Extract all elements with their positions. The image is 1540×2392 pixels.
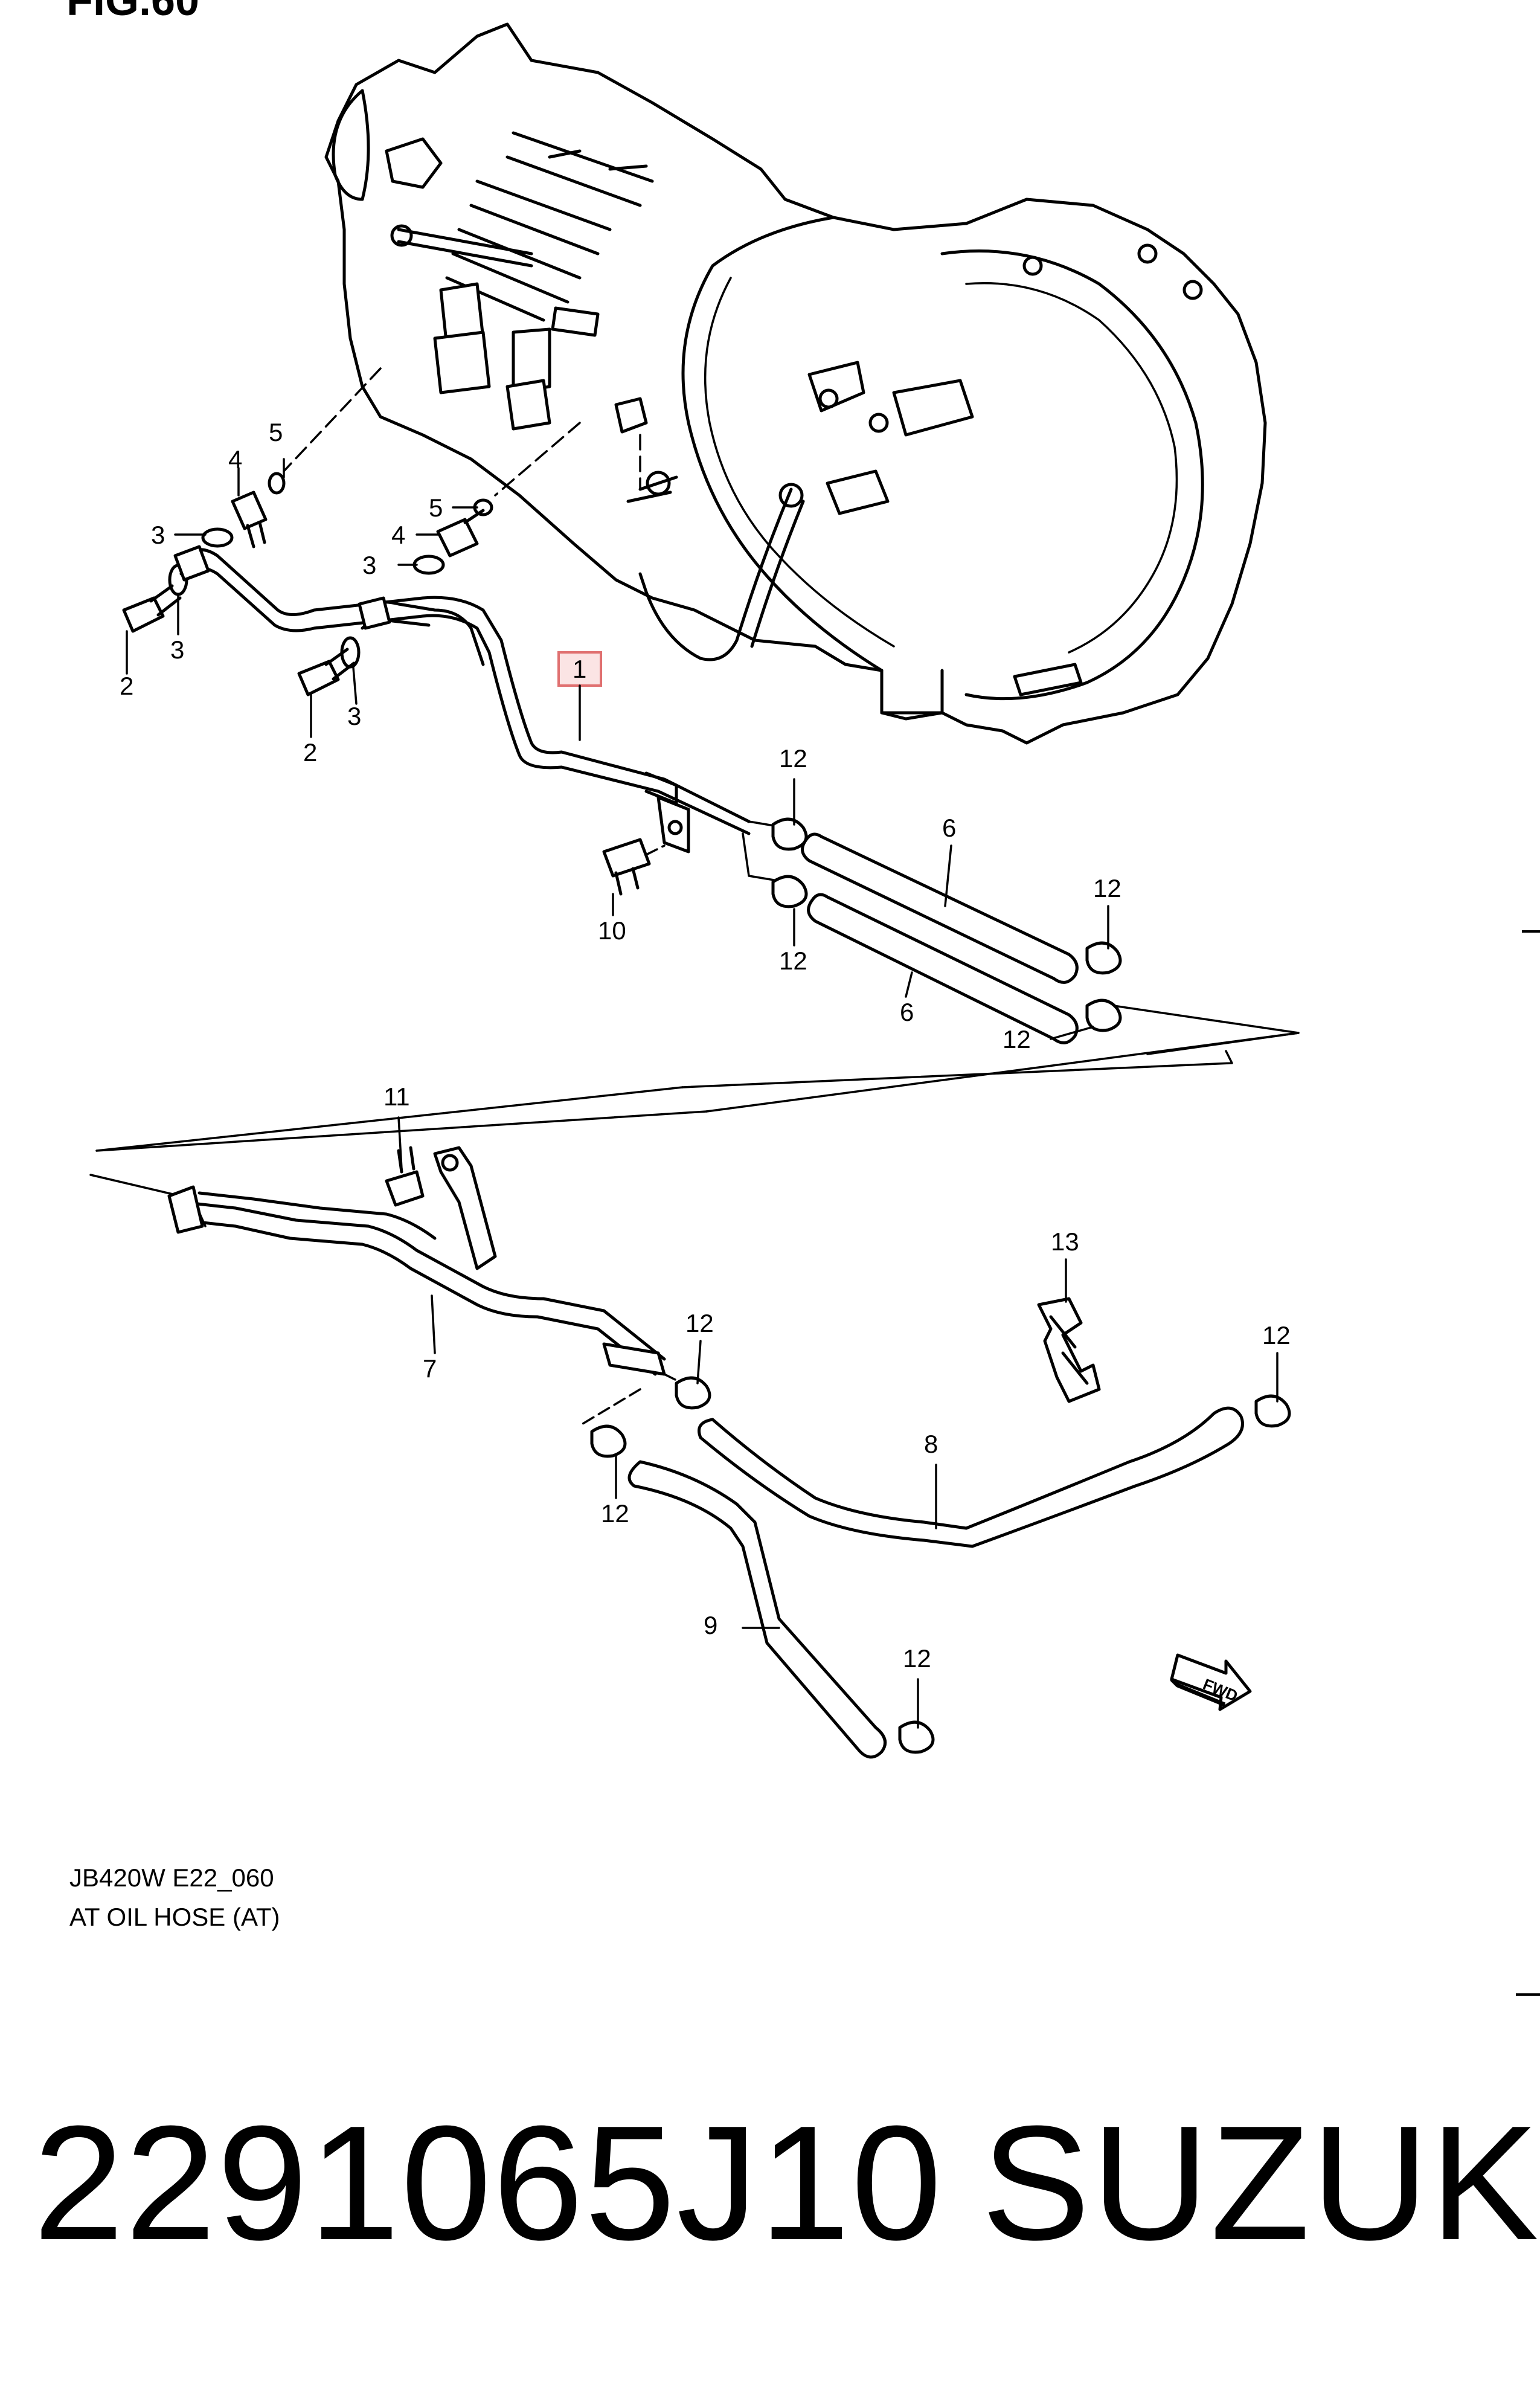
transmission-housing: [324, 22, 1267, 745]
callout-12c: 12: [1093, 874, 1121, 902]
edge-tick-right: [1522, 930, 1540, 933]
bolt-2b: [297, 660, 340, 696]
callout-12g: 12: [1262, 1321, 1291, 1349]
hoses-6: [681, 832, 1300, 1088]
break-lines: [89, 1032, 1300, 1227]
callout-3a: 3: [151, 521, 165, 549]
callout-9: 9: [704, 1611, 717, 1639]
callout-numbers: 5 4 3 3 2 5 4 3 3 2 1 10 12 12 6 6 12 12…: [120, 418, 1291, 1673]
bolt-11: [385, 1146, 425, 1207]
hose-9: [627, 1460, 887, 1759]
union-bolt-4a: [231, 490, 268, 530]
callout-13: 13: [1051, 1227, 1079, 1256]
callout-2a: 2: [120, 672, 133, 700]
pipe-1: [173, 545, 786, 883]
callout-1: 1: [573, 655, 586, 683]
pipe-7: [167, 1146, 684, 1427]
callout-6b: 6: [900, 998, 914, 1026]
hose-8: [698, 1406, 1244, 1548]
edge-tick-bottom: [1516, 1993, 1540, 1996]
callout-12h: 12: [903, 1644, 931, 1673]
callout-7: 7: [423, 1354, 437, 1383]
callout-5b: 5: [429, 494, 443, 522]
callout-6a: 6: [942, 814, 956, 842]
clip-13: [1037, 1297, 1101, 1403]
callout-3b: 3: [170, 635, 184, 664]
diagram-code: JB420W E22_060: [69, 1863, 274, 1892]
callout-leaders: [126, 458, 1279, 1729]
callout-8: 8: [924, 1430, 938, 1458]
callout-12f: 12: [601, 1499, 629, 1528]
fwd-arrow: FWD: [1170, 1653, 1252, 1711]
diagram-panel: FIG.60: [66, 0, 1540, 1931]
callout-12e: 12: [685, 1309, 714, 1337]
figure-header: FIG.60: [66, 0, 200, 25]
clamps-12-lower: [590, 1376, 1291, 1754]
callout-2b: 2: [303, 738, 317, 767]
bottom-band: [0, 1993, 1540, 2392]
callout-3c: 3: [362, 551, 376, 579]
callout-10: 10: [598, 916, 626, 945]
brand-name: SUZUKI: [981, 2092, 1540, 2274]
clamps-12-upper: [771, 817, 1122, 1032]
bolt-2a: [122, 596, 165, 633]
fasteners-left: [122, 472, 493, 696]
callout-4b: 4: [391, 521, 405, 549]
callout-4a: 4: [228, 445, 242, 474]
parts-diagram: FWD: [89, 22, 1300, 1759]
callout-5a: 5: [269, 418, 283, 446]
callout-12d: 12: [1003, 1025, 1031, 1053]
washer-5a: [268, 472, 286, 495]
callout-12a: 12: [779, 744, 807, 773]
diagram-title: AT OIL HOSE (AT): [69, 1903, 280, 1931]
dashed-leaders-upper: [283, 367, 641, 497]
part-number: 2291065J10: [33, 2092, 943, 2274]
union-bolt-4b: [436, 518, 479, 558]
bolt-10: [602, 838, 666, 896]
callout-3d: 3: [347, 702, 361, 730]
callout-12b: 12: [779, 947, 807, 975]
callout-11: 11: [383, 1082, 410, 1111]
